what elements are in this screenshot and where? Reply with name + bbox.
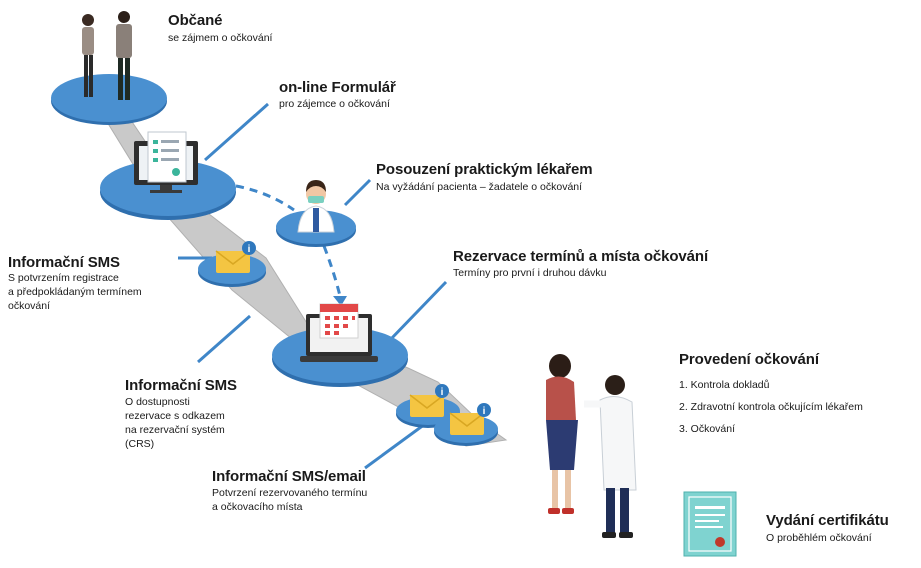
- citizens-title: Občané: [168, 12, 223, 29]
- dashed-connector-to-booking: [322, 245, 342, 297]
- sms1-title: Informační SMS: [8, 254, 120, 271]
- sms1-subtitle: S potvrzením registrace a předpokládaným…: [8, 272, 142, 312]
- connector-arrowhead: [333, 296, 347, 306]
- vaccination-steps: 1. Kontrola dokladů 2. Zdravotní kontrol…: [679, 379, 863, 445]
- svg-text:i: i: [248, 244, 251, 255]
- certificate-icon: [683, 491, 737, 557]
- sms2-title: Informační SMS: [125, 377, 237, 394]
- info-badge-icon-2: i: [435, 384, 449, 398]
- leader-lines: [178, 102, 448, 470]
- envelope-icon-3: [449, 412, 485, 435]
- envelope-icon-2: [409, 394, 445, 417]
- vaccination-title: Provedení očkování: [679, 351, 819, 368]
- sms-email-title: Informační SMS/email: [212, 468, 366, 485]
- doctor-title: Posouzení praktickým lékařem: [376, 161, 593, 178]
- vaccination-step: 3. Očkování: [679, 423, 736, 435]
- certificate-title: Vydání certifikátu: [766, 512, 889, 529]
- vaccination-scene-icon: [546, 354, 637, 538]
- certificate-subtitle: O proběhlém očkování: [766, 532, 872, 544]
- sms-email-subtitle: Potvrzení rezervovaného termínu a očkova…: [212, 487, 368, 513]
- form-title: on-line Formulář: [279, 79, 396, 96]
- sms2-subtitle: O dostupnosti rezervace s odkazem na rez…: [125, 396, 225, 450]
- vaccination-step: 1. Kontrola dokladů: [679, 379, 770, 391]
- laptop-calendar-icon: [300, 303, 378, 362]
- doctor-icon: [297, 180, 335, 233]
- envelope-icon-1: [215, 250, 251, 273]
- booking-subtitle: Termíny pro první i druhou dávku: [453, 267, 607, 279]
- booking-title: Rezervace termínů a místa očkování: [453, 248, 709, 265]
- svg-text:i: i: [441, 387, 444, 398]
- form-monitor-icon: [134, 131, 198, 193]
- doctor-subtitle: Na vyžádání pacienta – žadatele o očková…: [376, 181, 583, 193]
- citizens-subtitle: se zájmem o očkování: [168, 32, 273, 44]
- svg-text:i: i: [483, 406, 486, 417]
- citizens-people-icon: [82, 11, 132, 100]
- info-badge-icon-3: i: [477, 403, 491, 417]
- form-subtitle: pro zájemce o očkování: [279, 98, 390, 110]
- vaccination-step: 2. Zdravotní kontrola očkujícím lékařem: [679, 401, 863, 413]
- info-badge-icon-1: i: [242, 241, 256, 255]
- citizens-disc: [51, 74, 167, 125]
- dashed-connector-to-doctor: [235, 184, 295, 212]
